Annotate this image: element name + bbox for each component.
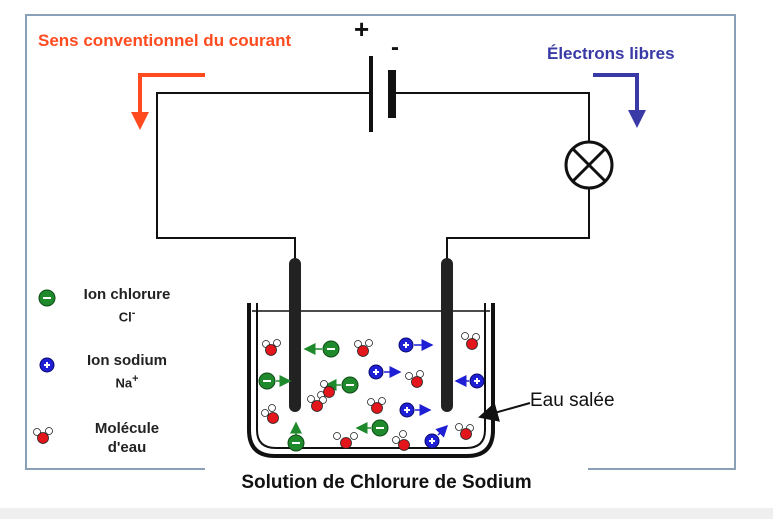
water-molecule	[405, 370, 424, 388]
legend-water-line2: d'eau	[107, 439, 147, 456]
electron-arrow	[593, 73, 646, 128]
water-molecule	[261, 404, 279, 424]
chloride-ion	[324, 376, 359, 394]
water-molecule	[262, 339, 281, 356]
bottom-band	[0, 508, 773, 519]
battery-minus-label: -	[391, 34, 399, 61]
current-direction-label: Sens conventionnel du courant	[38, 31, 292, 50]
water-molecule	[455, 423, 474, 440]
chloride-ion	[258, 372, 292, 390]
sodium-ion	[399, 402, 432, 418]
legend-water: Molécule d'eau	[72, 419, 182, 457]
sodium-ions	[368, 337, 485, 449]
frame-bottom-left	[25, 468, 205, 470]
legend-sodium-name: Ion sodium	[87, 352, 167, 369]
frame-left	[25, 14, 27, 469]
beaker	[247, 303, 495, 458]
water-molecule	[317, 380, 335, 399]
chloride-ion	[303, 340, 340, 358]
sodium-ion	[454, 373, 485, 389]
sodium-ion	[424, 424, 449, 449]
water-molecule	[392, 430, 410, 451]
legend-sodium-icon	[39, 357, 55, 373]
battery-negative-plate	[388, 70, 396, 118]
chloride-ion	[287, 421, 305, 452]
salt-water-label: Eau salée	[530, 390, 615, 411]
water-molecule	[333, 432, 358, 449]
electrode-left	[289, 258, 301, 412]
water-molecule	[461, 332, 480, 350]
battery-plus-label: +	[354, 14, 370, 44]
legend-chloride-name: Ion chlorure	[83, 286, 171, 303]
water-molecules	[261, 332, 480, 451]
water-molecule	[354, 339, 373, 357]
legend-sodium: Ion sodium Na+	[72, 351, 182, 392]
free-electrons-label: Électrons libres	[547, 44, 675, 63]
legend-chloride: Ion chlorure Cl-	[72, 285, 182, 326]
lamp-icon	[564, 140, 614, 190]
battery-positive-plate	[369, 56, 373, 132]
battery	[369, 56, 396, 132]
circuit-wires	[156, 92, 590, 262]
sodium-ion	[398, 337, 434, 353]
legend-chloride-formula: Cl-	[118, 307, 136, 325]
frame-top	[25, 14, 736, 16]
frame-right	[734, 14, 736, 469]
chloride-ion	[355, 419, 389, 437]
water-molecule	[307, 395, 327, 412]
legend-water-icon	[33, 427, 53, 444]
frame-bottom-right	[588, 468, 736, 470]
legend-chloride-icon	[38, 289, 56, 307]
salt-water-pointer	[478, 402, 531, 422]
legend-sodium-formula: Na+	[115, 373, 139, 391]
sodium-ion	[368, 364, 402, 380]
legend-water-line1: Molécule	[94, 420, 160, 437]
current-arrow	[131, 73, 205, 130]
water-molecule	[367, 397, 386, 414]
electrode-right	[441, 258, 453, 412]
figure-caption: Solution de Chlorure de Sodium	[241, 472, 532, 493]
chloride-ions	[258, 340, 389, 452]
